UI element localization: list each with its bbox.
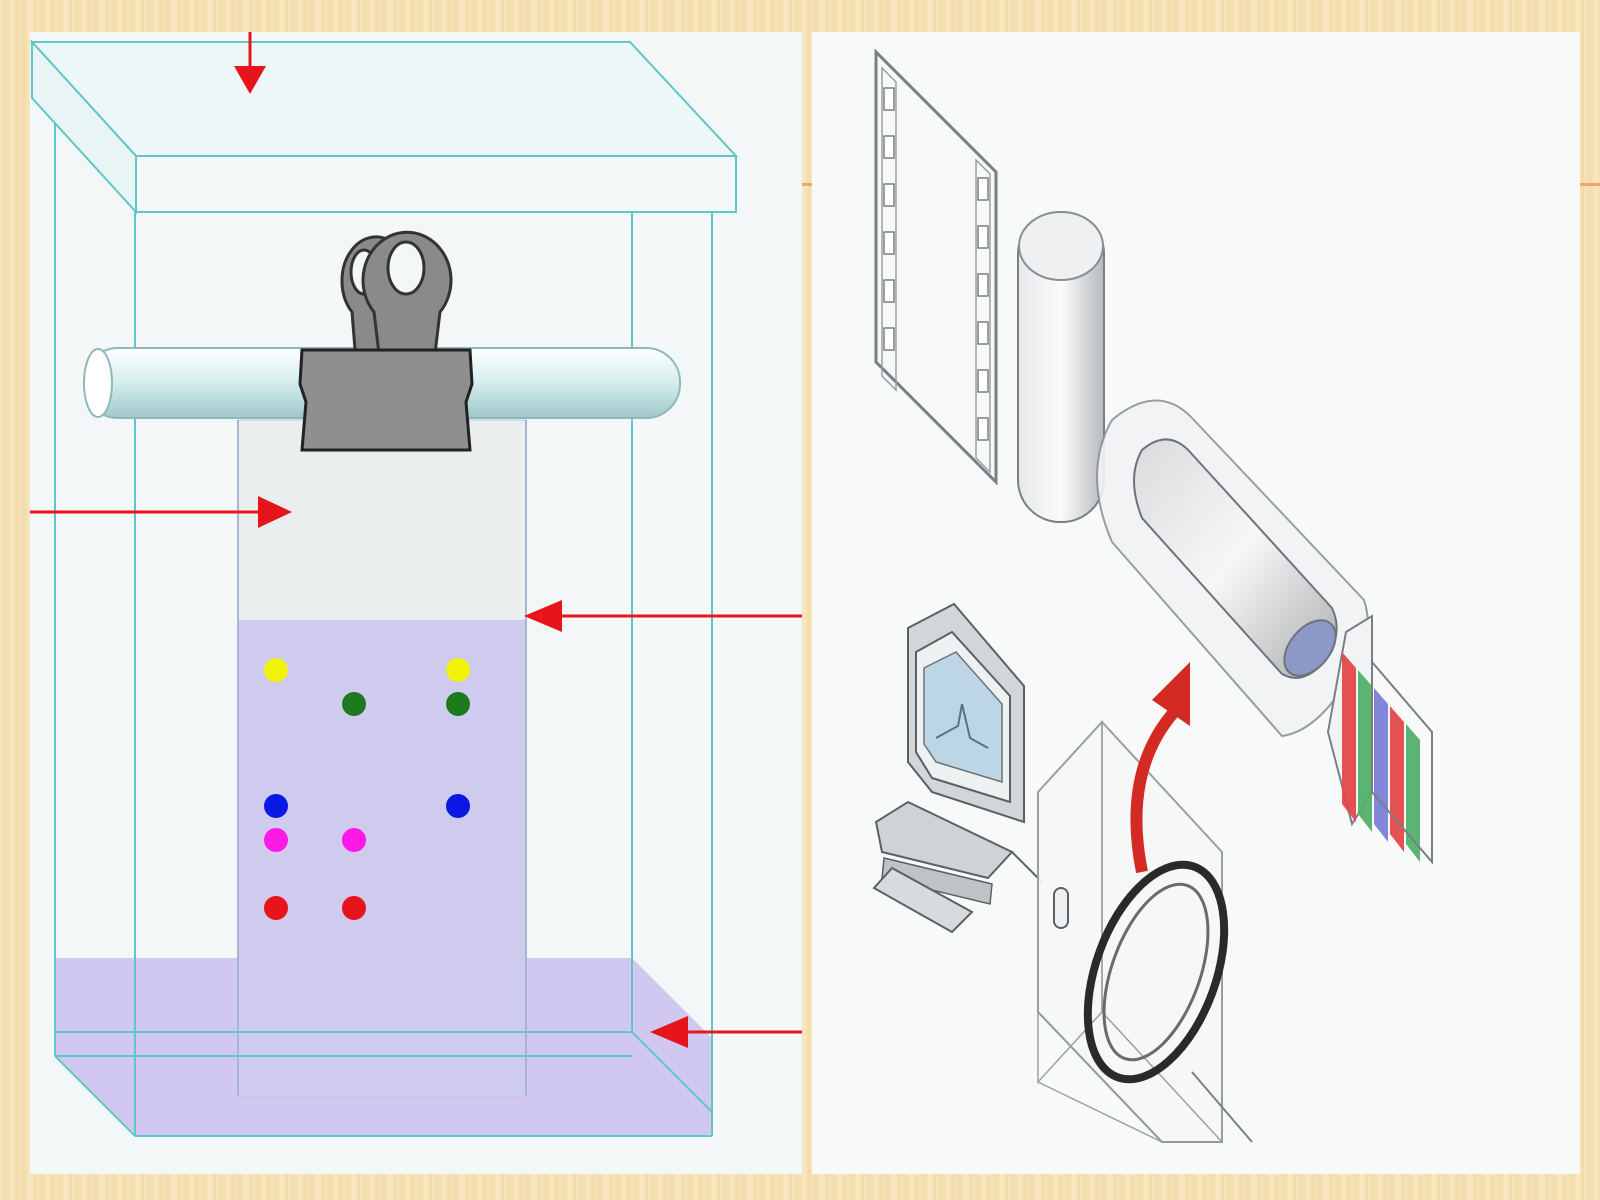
detector-box <box>1037 720 1253 1144</box>
arrow-lid <box>234 32 266 94</box>
sample-spot-2 <box>446 658 470 682</box>
paper-solvent-zone <box>238 620 526 1096</box>
arrow-paper <box>30 496 292 528</box>
film-sprocket-hole <box>883 135 895 159</box>
film-sprocket-hole <box>977 177 989 201</box>
long-tube <box>1096 399 1369 738</box>
spectrum-band <box>1406 724 1420 862</box>
film-sprocket-hole <box>883 87 895 111</box>
decor-tick-right <box>1580 183 1600 186</box>
sample-spot-1 <box>264 658 288 682</box>
film-sprocket-hole <box>883 327 895 351</box>
chromatography-diagram <box>30 32 802 1174</box>
computer <box>872 602 1043 934</box>
film-sprocket-hole <box>977 225 989 249</box>
sample-spot-7 <box>264 828 288 852</box>
sample-spot-8 <box>342 828 366 852</box>
film-sprocket-hole <box>883 183 895 207</box>
vertical-cylinder <box>1017 211 1105 523</box>
spectrum-strip <box>1326 614 1433 865</box>
sample-spot-6 <box>446 794 470 818</box>
spectrum-band <box>1342 652 1356 822</box>
spectrum-band <box>1374 688 1388 842</box>
red-curved-arrow <box>1130 662 1190 874</box>
spectrum-band <box>1358 670 1372 832</box>
sample-spots <box>264 658 470 920</box>
film-sprocket-hole <box>977 273 989 297</box>
sample-spot-10 <box>342 896 366 920</box>
binder-clip <box>298 230 474 452</box>
sample-spot-3 <box>342 692 366 716</box>
sample-spot-5 <box>264 794 288 818</box>
decor-tick-left <box>802 183 814 186</box>
arrow-solvent <box>650 1016 802 1048</box>
film-sprocket-hole <box>977 417 989 441</box>
sample-spot-4 <box>446 692 470 716</box>
film-plate <box>874 48 998 486</box>
tank-lid <box>30 39 739 215</box>
film-sprocket-hole <box>883 231 895 255</box>
arrow-solvent-front <box>524 600 802 632</box>
sample-spot-9 <box>264 896 288 920</box>
detector-ring <box>1083 860 1229 1084</box>
spectrum-band <box>1390 706 1404 852</box>
film-sprocket-hole <box>883 279 895 303</box>
film-sprocket-hole <box>977 321 989 345</box>
spectrometer-diagram <box>812 32 1580 1174</box>
film-sprocket-hole <box>977 369 989 393</box>
